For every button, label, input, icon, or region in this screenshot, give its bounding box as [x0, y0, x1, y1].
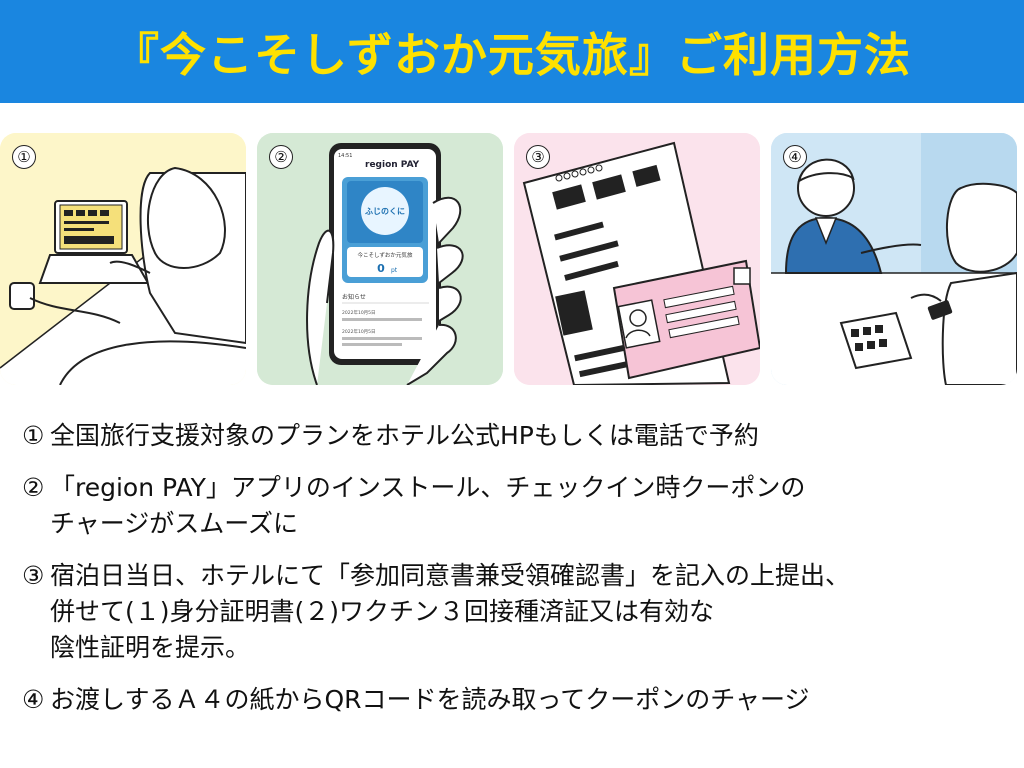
laptop-illustration	[0, 133, 246, 385]
step-mark: ④	[22, 685, 45, 714]
page-title: 『今こそしずおか元気旅』ご利用方法	[112, 27, 912, 82]
instruction-list: ① 全国旅行支援対象のプランをホテル公式HPもしくは電話で予約 ② 「regio…	[22, 418, 1012, 734]
list-item: ① 全国旅行支援対象のプランをホテル公式HPもしくは電話で予約	[22, 418, 1012, 454]
news-date-1: 2022年10月5日	[342, 309, 376, 316]
illustration-step-1: ①	[0, 133, 246, 385]
illustration-step-2: ② 14:51 region PAY ふじのくに 今こそしずおか元気旅 0 pt…	[257, 133, 503, 385]
list-item: ② 「region PAY」アプリのインストール、チェックイン時クーポンの チャ…	[22, 470, 1012, 542]
phone-app-illustration: 14:51 region PAY ふじのくに 今こそしずおか元気旅 0 pt お…	[257, 133, 503, 385]
step-text: 「region PAY」アプリのインストール、チェックイン時クーポンの チャージ…	[50, 473, 806, 538]
step-number-badge: ③	[526, 145, 550, 169]
illustration-step-3: ③	[514, 133, 760, 385]
illustration-step-4: ④	[771, 133, 1017, 385]
step-number-badge: ①	[12, 145, 36, 169]
news-date-2: 2022年10月5日	[342, 328, 376, 335]
step-mark: ③	[22, 561, 45, 590]
step-text: 全国旅行支援対象のプランをホテル公式HPもしくは電話で予約	[50, 421, 759, 450]
list-item: ③ 宿泊日当日、ホテルにて「参加同意書兼受領確認書」を記入の上提出、 併せて(１…	[22, 558, 1012, 666]
step-mark: ②	[22, 473, 45, 502]
step-number-badge: ②	[269, 145, 293, 169]
step-mark: ①	[22, 421, 45, 450]
points-value: 0	[377, 262, 385, 275]
phone-status-time: 14:51	[338, 153, 352, 159]
front-desk-illustration	[771, 133, 1017, 385]
step-number-badge: ④	[783, 145, 807, 169]
news-title: お知らせ	[342, 293, 366, 301]
step-text: 宿泊日当日、ホテルにて「参加同意書兼受領確認書」を記入の上提出、 併せて(１)身…	[50, 561, 851, 662]
card-logo-text: ふじのくに	[365, 207, 405, 216]
points-unit: pt	[391, 267, 398, 274]
card-subtitle: 今こそしずおか元気旅	[358, 251, 413, 259]
app-name-label: region PAY	[365, 160, 420, 170]
step-text: お渡しするＡ４の紙からQRコードを読み取ってクーポンのチャージ	[50, 685, 810, 714]
list-item: ④ お渡しするＡ４の紙からQRコードを読み取ってクーポンのチャージ	[22, 682, 1012, 718]
documents-illustration	[514, 133, 760, 385]
title-banner: 『今こそしずおか元気旅』ご利用方法	[0, 0, 1024, 103]
